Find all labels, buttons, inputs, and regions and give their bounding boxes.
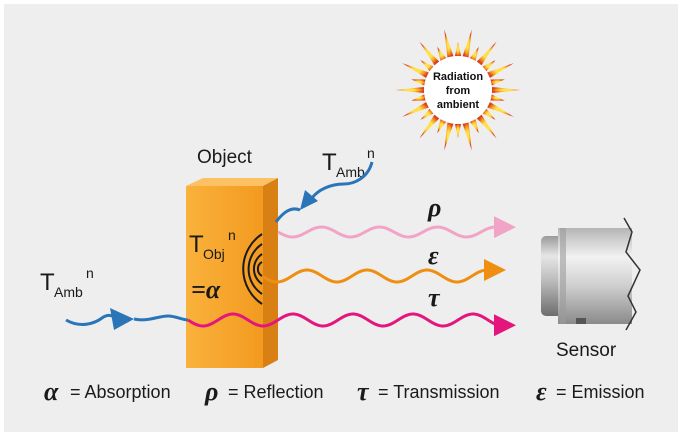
legend-text-reflection: = Reflection: [228, 382, 324, 402]
ambient-temp-label-top: T Amb n: [322, 145, 375, 180]
amb-subscript: Amb: [336, 164, 365, 180]
exponent-n: n: [367, 145, 375, 161]
sun-ray: [420, 60, 434, 72]
sun-ray: [469, 119, 479, 134]
sensor-break-line: [623, 217, 641, 331]
sun-ray: [462, 29, 472, 58]
sensor-ring: [560, 228, 566, 324]
object-label: Object: [197, 147, 253, 168]
object-top-face: [186, 178, 278, 186]
ambient-incoming-ray: [310, 161, 374, 199]
sun-label-line2: from: [446, 85, 471, 97]
sun-ray: [437, 119, 447, 134]
sun-ray: [454, 42, 462, 57]
sun-ray: [462, 122, 472, 151]
object-block: [186, 178, 278, 368]
sun-label-line3: ambient: [437, 99, 480, 111]
sun-rays: [396, 29, 520, 151]
sun-ray: [419, 41, 440, 66]
emission-arrowhead: [484, 259, 506, 282]
sun-icon: Radiation from ambient: [396, 29, 520, 151]
exponent-n: n: [228, 227, 236, 243]
legend-symbol-epsilon: ε: [536, 377, 547, 406]
legend-symbol-rho: ρ: [204, 377, 218, 406]
absorption-arcs: [242, 233, 263, 305]
sun-ray: [419, 114, 440, 139]
legend-text-absorption: = Absorption: [70, 382, 171, 402]
sun-label-line1: Radiation: [433, 71, 483, 83]
sun-ray: [487, 101, 514, 117]
legend: α = Absorption ρ = Reflection τ = Transm…: [44, 377, 645, 406]
sun-ray: [411, 79, 426, 86]
sensor-foot: [576, 318, 586, 324]
rho-label: ρ: [427, 193, 441, 222]
sun-ray: [437, 46, 447, 61]
sun-ray: [469, 46, 479, 61]
equals-alpha: =α: [191, 275, 221, 304]
transmission-arrowhead: [494, 314, 516, 337]
sun-ray: [402, 63, 429, 79]
sun-ray: [482, 60, 496, 72]
sun-ray: [454, 123, 462, 138]
background-panel: [4, 4, 678, 432]
emission-ray: [261, 268, 488, 284]
reflection-ray: [277, 225, 499, 239]
t-symbol: T: [189, 231, 204, 258]
sensor-icon: [541, 217, 641, 331]
reflection-arrowhead: [494, 216, 516, 239]
sun-ray: [491, 86, 520, 94]
sun-ray: [490, 79, 505, 86]
sun-ray: [476, 114, 497, 139]
sun-ray: [487, 63, 514, 79]
legend-symbol-alpha: α: [44, 377, 59, 406]
tau-label: τ: [428, 283, 441, 312]
t-symbol: T: [40, 269, 55, 296]
sun-ray: [490, 94, 505, 101]
object-temp-label: T Obj n =α: [189, 227, 236, 304]
exponent-n: n: [86, 265, 94, 281]
sun-ray: [420, 108, 434, 120]
t-symbol: T: [322, 149, 337, 176]
amb-subscript: Amb: [54, 284, 83, 300]
reflected-ambient-link: [274, 207, 301, 223]
legend-symbol-tau: τ: [357, 377, 370, 406]
sun-ray: [444, 122, 454, 151]
epsilon-label: ε: [428, 241, 439, 270]
sun-disc: [424, 56, 492, 124]
sensor-label: Sensor: [556, 340, 617, 361]
sun-ray: [476, 41, 497, 66]
ambient-temp-label-left: T Amb n: [40, 265, 94, 300]
sun-ray: [396, 86, 425, 94]
legend-text-emission: = Emission: [556, 382, 645, 402]
sensor-lens: [541, 236, 563, 316]
object-side-face: [263, 178, 278, 368]
sun-ray: [411, 94, 426, 101]
ambient-arrowhead-top: [300, 190, 318, 210]
sun-ray: [482, 108, 496, 120]
obj-subscript: Obj: [203, 246, 225, 262]
sensor-body: [558, 228, 632, 324]
ambient-arrowhead-left: [110, 308, 134, 330]
transmission-ray: [187, 312, 499, 328]
legend-text-transmission: = Transmission: [378, 382, 500, 402]
sun-ray: [402, 101, 429, 117]
ambient-left-ray-tail: [133, 314, 189, 322]
sun-ray: [444, 29, 454, 58]
